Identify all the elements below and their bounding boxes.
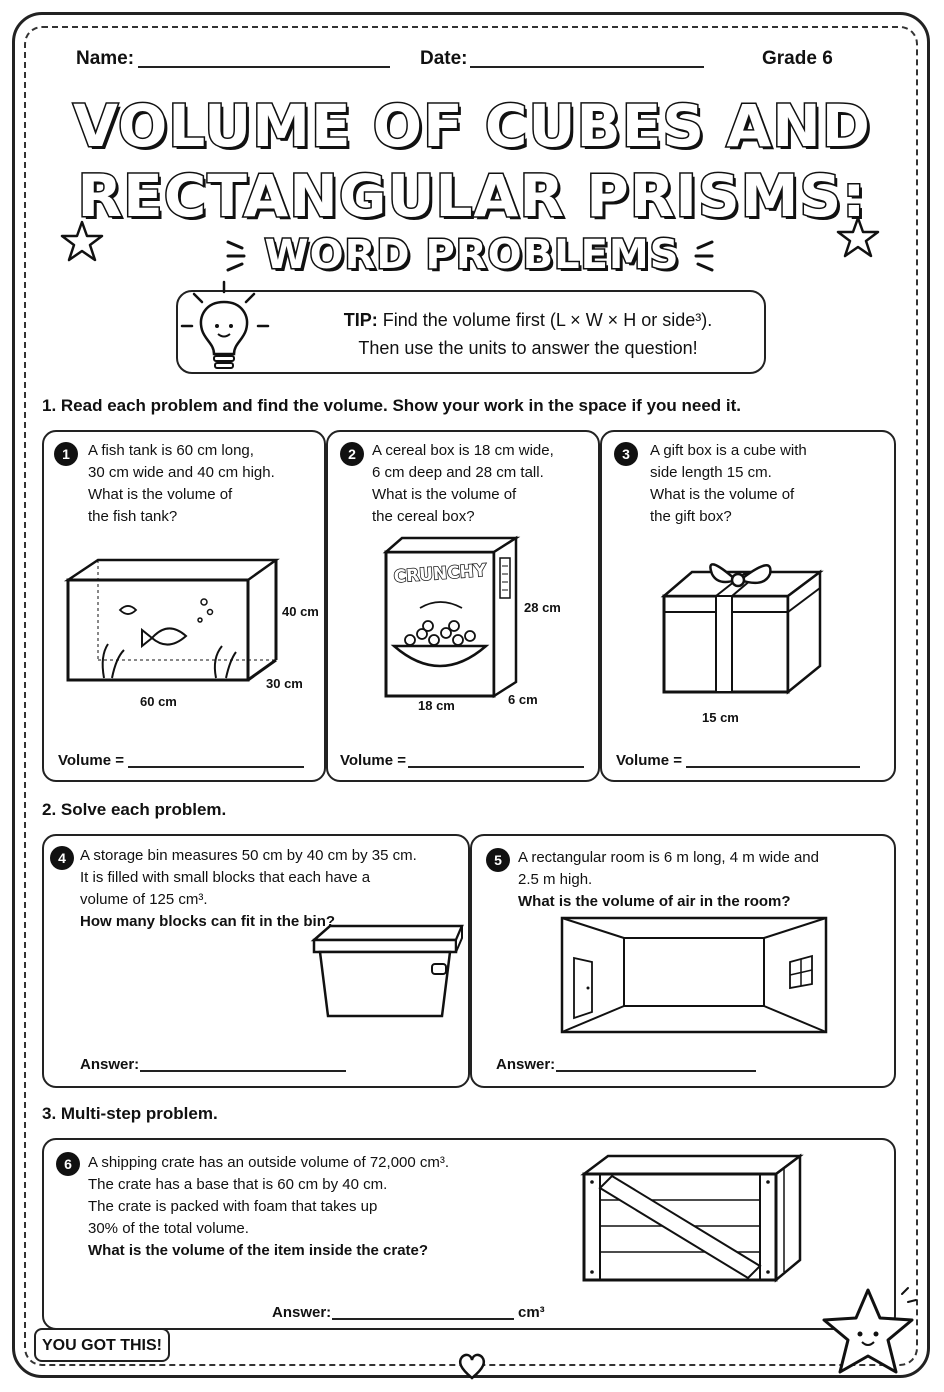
section-1-heading: 1. Read each problem and find the volume… [42,396,742,415]
problem-2-answer-line[interactable] [408,766,584,768]
problem-1-number: 1 [54,442,78,466]
problem-1-line: What is the volume of [88,486,233,503]
problem-5-answer-label: Answer: [496,1056,556,1073]
problem-3-line: the gift box? [650,508,732,525]
problem-6-answer-label: Answer: [272,1304,332,1321]
problem-6-answer-unit: cm³ [518,1304,545,1321]
problem-6-question: What is the volume of the item inside th… [88,1242,429,1259]
problem-1-line: A fish tank is 60 cm long, [88,442,254,459]
smiling-star-icon [822,1287,917,1374]
problem-5-line: 2.5 m high. [518,871,593,888]
cereal-box-depth-label: 6 cm [508,692,538,707]
name-label: Name: [76,48,135,69]
storage-bin-illustration [310,924,464,1018]
section-3-heading: 3. Multi-step problem. [42,1104,218,1123]
problem-3-line: What is the volume of [650,486,795,503]
star-left-icon [60,220,104,262]
problem-1-card: 1 A fish tank is 60 cm long, 30 cm wide … [42,430,326,782]
problem-4-card: 4 A storage bin measures 50 cm by 40 cm … [42,834,470,1088]
fish-tank-width-label: 30 cm [266,676,303,691]
problem-3-text: A gift box is a cube with side length 15… [650,440,807,528]
problem-3-line: side length 15 cm. [650,464,772,481]
problem-5-text: A rectangular room is 6 m long, 4 m wide… [518,847,819,913]
fish-tank-illustration [63,558,280,682]
problem-3-card: 3 A gift box is a cube with side length … [600,430,896,782]
section-2-heading: 2. Solve each problem. [42,800,227,819]
gift-box-side-label: 15 cm [702,710,739,725]
problem-1-line: the fish tank? [88,508,178,525]
problem-1-answer-line[interactable] [128,766,304,768]
date-line[interactable] [470,66,704,68]
problem-6-answer-line[interactable] [332,1318,514,1320]
tip-line-1-text: Find the volume first (L × W × H or side… [377,310,713,330]
grade-label: Grade 6 [762,48,833,69]
problem-5-answer-line[interactable] [556,1070,756,1072]
tip-line-1: TIP: Find the volume first (L × W × H or… [308,310,748,331]
problem-4-text: A storage bin measures 50 cm by 40 cm by… [80,845,417,933]
tip-box: TIP: Find the volume first (L × W × H or… [176,280,766,374]
problem-6-line: A shipping crate has an outside volume o… [88,1154,450,1171]
problem-3-line: A gift box is a cube with [650,442,807,459]
problem-4-answer-line[interactable] [140,1070,346,1072]
problem-5-card: 5 A rectangular room is 6 m long, 4 m wi… [470,834,896,1088]
problem-3-number: 3 [614,442,638,466]
problem-6-card: 6 A shipping crate has an outside volume… [42,1138,896,1330]
problem-2-line: What is the volume of [372,486,517,503]
star-right-icon [836,216,880,258]
problem-1-text: A fish tank is 60 cm long, 30 cm wide an… [88,440,275,528]
problem-5-question: What is the volume of air in the room? [518,893,791,910]
room-illustration [560,916,828,1034]
title-line-1: VOLUME OF CUBES AND [72,91,872,162]
problem-1-answer-label: Volume = [58,752,124,769]
problem-2-line: 6 cm deep and 28 cm tall. [372,464,544,481]
problem-2-card: 2 A cereal box is 18 cm wide, 6 cm deep … [326,430,600,782]
problem-2-text: A cereal box is 18 cm wide, 6 cm deep an… [372,440,554,528]
shipping-crate-illustration [580,1153,804,1283]
problem-6-line: The crate is packed with foam that takes… [88,1198,378,1215]
cereal-box-illustration [382,535,521,699]
fish-tank-length-label: 60 cm [140,694,177,709]
cereal-box-height-label: 28 cm [524,600,561,615]
problem-4-number: 4 [50,846,74,870]
problem-6-line: The crate has a base that is 60 cm by 40… [88,1176,388,1193]
tip-label: TIP: [343,310,378,330]
problem-5-line: A rectangular room is 6 m long, 4 m wide… [518,849,819,866]
sparkle-right-icon [694,240,714,272]
fish-tank-height-label: 40 cm [282,604,319,619]
problem-4-question: How many blocks can fit in the bin? [80,913,336,930]
sparkle-left-icon [226,240,246,272]
problem-1-line: 30 cm wide and 40 cm high. [88,464,275,481]
subtitle: WORD PROBLEMS [263,231,680,280]
name-line[interactable] [138,66,390,68]
problem-2-answer-label: Volume = [340,752,406,769]
date-label: Date: [420,48,468,69]
lightbulb-icon [180,280,270,369]
tip-line-2: Then use the units to answer the questio… [358,338,698,358]
encouragement-badge: YOU GOT THIS! [34,1328,170,1362]
problem-3-answer-label: Volume = [616,752,682,769]
problem-6-line: 30% of the total volume. [88,1220,249,1237]
problem-2-line: A cereal box is 18 cm wide, [372,442,554,459]
problem-5-number: 5 [486,848,510,872]
heart-icon [458,1353,486,1380]
cereal-box-width-label: 18 cm [418,698,455,713]
problem-4-line: volume of 125 cm³. [80,891,208,908]
problem-4-line: It is filled with small blocks that each… [80,869,371,886]
problem-2-number: 2 [340,442,364,466]
gift-box-illustration [660,563,824,695]
problem-3-answer-line[interactable] [686,766,860,768]
problem-6-number: 6 [56,1152,80,1176]
problem-4-answer-label: Answer: [80,1056,140,1073]
title-line-2: RECTANGULAR PRISMS: [76,161,867,232]
problem-4-line: A storage bin measures 50 cm by 40 cm by… [80,847,417,864]
problem-6-text: A shipping crate has an outside volume o… [88,1152,449,1262]
problem-2-line: the cereal box? [372,508,475,525]
